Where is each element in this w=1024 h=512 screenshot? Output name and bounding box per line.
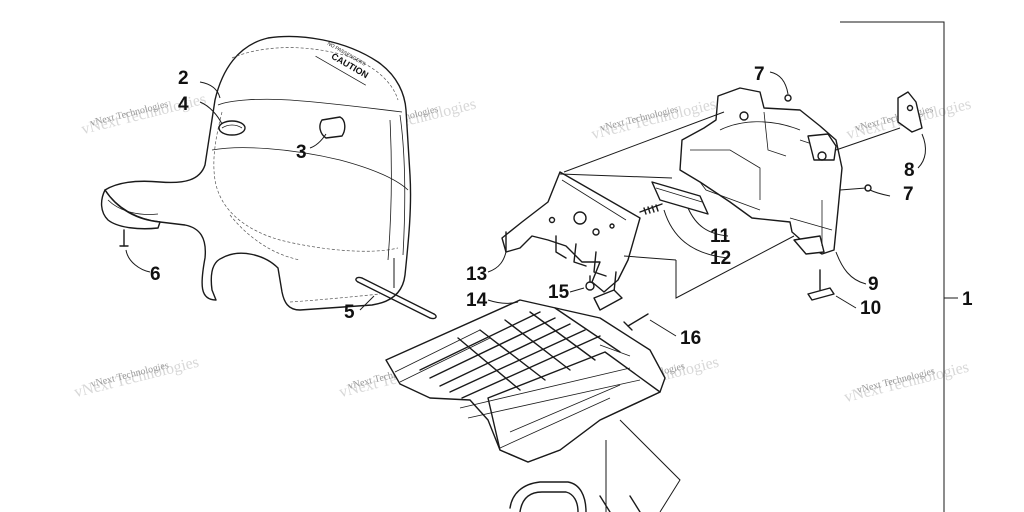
watermark-5: vNext Technologies vNext Technologies <box>72 354 200 401</box>
callout-15: 15 <box>548 282 570 303</box>
callout-1: 1 <box>962 289 973 310</box>
callout-10: 10 <box>860 298 881 319</box>
callout-5: 5 <box>344 302 355 323</box>
callout-11: 11 <box>710 226 731 247</box>
bolt-15 <box>585 275 595 291</box>
spring-pin <box>639 203 663 215</box>
callout-7-right: 7 <box>903 184 914 205</box>
watermark-1: vNext Technologies vNext Technologies <box>80 91 208 138</box>
callout-12: 12 <box>710 248 731 269</box>
callout-14: 14 <box>466 290 488 311</box>
grommet-3 <box>319 116 346 139</box>
grommet-4 <box>218 120 246 136</box>
callout-3: 3 <box>296 142 307 163</box>
callout-16: 16 <box>680 328 701 349</box>
seat-assembly: CAUTION NO PASSENGERS <box>100 35 412 311</box>
seat-strap <box>355 258 437 320</box>
callout-13: 13 <box>466 264 487 285</box>
tail-housing <box>679 87 843 255</box>
callout-7-top: 7 <box>754 64 765 85</box>
bolt-7a <box>784 94 792 102</box>
callout-2: 2 <box>178 68 189 89</box>
callout-8: 8 <box>904 160 915 181</box>
callout-labels: 1 2 3 4 5 6 7 7 8 9 10 11 12 13 14 15 16 <box>150 64 973 349</box>
callout-4: 4 <box>178 94 189 115</box>
leader-lines <box>125 71 926 337</box>
callout-6: 6 <box>150 264 161 285</box>
bolt-16 <box>623 313 649 331</box>
reflector-panel <box>651 181 709 215</box>
mounting-bracket <box>501 171 641 311</box>
grab-handle <box>509 419 681 512</box>
watermark-8: vNext Technologies vNext Technologies <box>842 359 970 406</box>
rear-rack <box>385 299 666 463</box>
callout-9: 9 <box>868 274 879 295</box>
assembly-bracket <box>840 21 958 512</box>
latch-8 <box>897 91 923 133</box>
clip-10 <box>807 269 835 301</box>
seat-fastener <box>119 229 129 247</box>
